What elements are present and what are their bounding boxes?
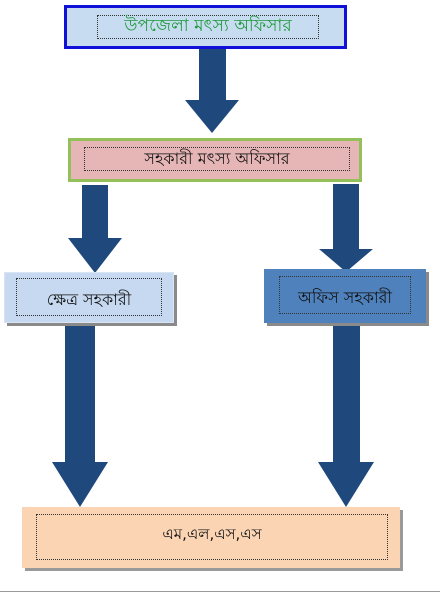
arrow-middle-to-left (68, 185, 122, 273)
page-bottom-border (0, 591, 440, 592)
node-label: এম,এল,এস,এস (36, 514, 388, 560)
node-office-assistant: অফিস সহকারী (264, 269, 426, 323)
node-label: উপজেলা মৎস্য অফিসার (97, 15, 319, 39)
node-label: ক্ষেত্র সহকারী (16, 278, 162, 316)
node-mlss: এম,এল,এস,এস (22, 507, 400, 568)
node-label: সহকারী মৎস্য অফিসার (84, 147, 350, 171)
arrow-right-to-bottom (318, 325, 374, 507)
arrow-left-to-bottom (52, 324, 108, 507)
arrow-middle-to-right (319, 184, 373, 272)
node-assistant-fisheries-officer: সহকারী মৎস্য অফিসার (68, 138, 362, 182)
node-upazila-fisheries-officer: উপজেলা মৎস্য অফিসার (64, 5, 347, 49)
arrow-top-to-middle (185, 49, 239, 133)
node-label: অফিস সহকারী (279, 276, 411, 314)
node-field-assistant: ক্ষেত্র সহকারী (4, 272, 174, 323)
